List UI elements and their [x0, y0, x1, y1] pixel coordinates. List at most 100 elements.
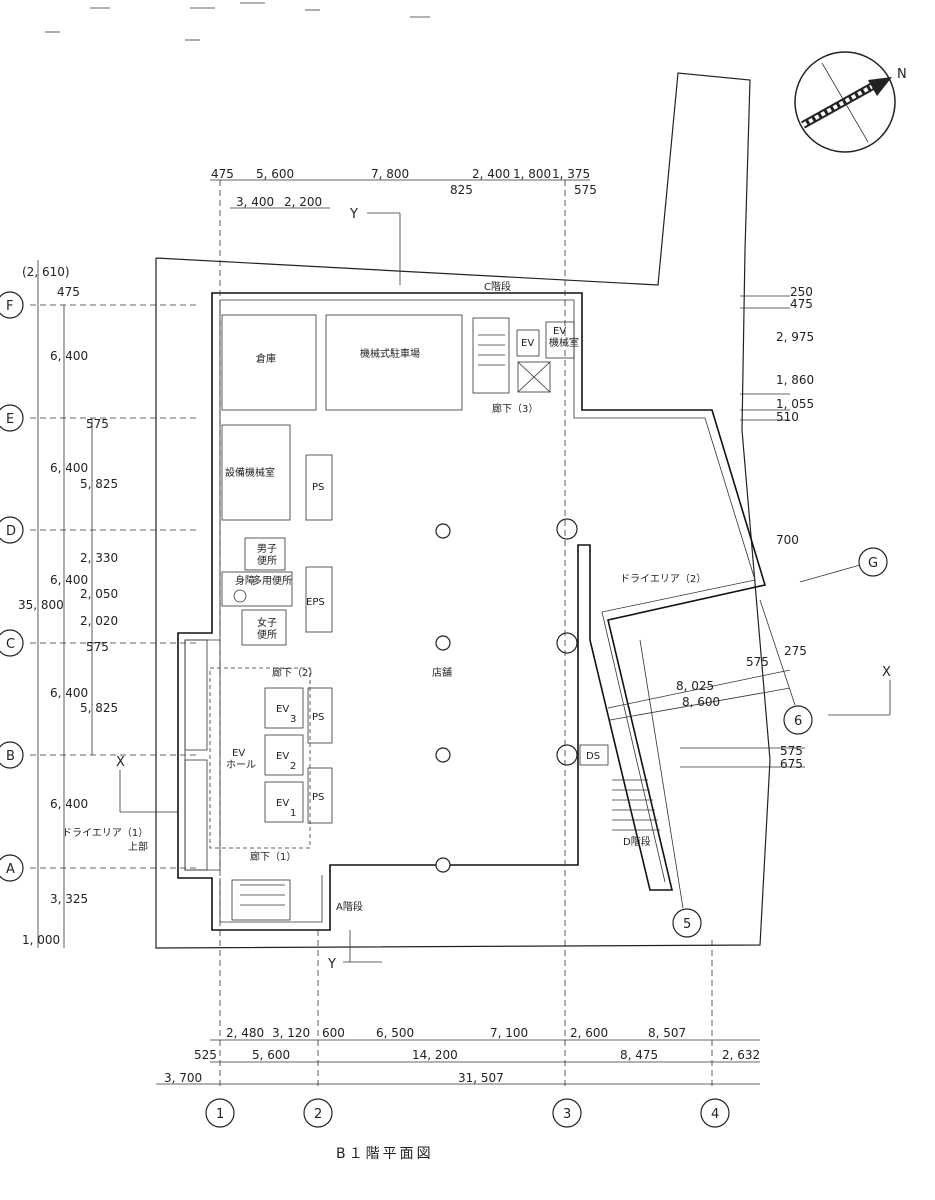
svg-text:倉庫: 倉庫: [256, 352, 276, 365]
dims-top: 475 5, 600 7, 800 2, 400 1, 800 1, 375 3…: [210, 167, 597, 209]
dims-right: 250 475 2, 975 1, 860 1, 055 510 700 575…: [680, 285, 814, 771]
section-mark-x-left: X: [116, 755, 178, 813]
elevator-1: EV 1: [264, 781, 304, 823]
grid-bubble-d: D: [0, 516, 24, 544]
svg-text:便所: 便所: [257, 628, 277, 641]
svg-text:2: 2: [314, 1107, 322, 1122]
site-boundary: [155, 72, 771, 949]
grid-bubble-f: F: [0, 291, 24, 319]
grid-bubble-c: C: [0, 629, 24, 657]
svg-text:D: D: [6, 524, 16, 539]
svg-text:機械室: 機械室: [549, 336, 579, 349]
ev-machine-room: EV 機械室: [545, 321, 579, 359]
mens-toilet: 男子 便所: [244, 537, 286, 571]
corridor-2-label: 廊下（2）: [272, 666, 318, 679]
svg-text:575: 575: [86, 417, 109, 431]
svg-text:女子: 女子: [257, 616, 277, 629]
svg-text:8, 600: 8, 600: [682, 695, 720, 709]
svg-text:6, 400: 6, 400: [50, 686, 88, 700]
elevator-2: EV 2: [264, 734, 304, 776]
svg-text:6, 400: 6, 400: [50, 797, 88, 811]
svg-text:2, 050: 2, 050: [80, 587, 118, 601]
grid-bubble-a: A: [0, 854, 24, 882]
svg-text:2, 480: 2, 480: [226, 1026, 264, 1040]
svg-text:8, 475: 8, 475: [620, 1048, 658, 1062]
svg-text:31, 507: 31, 507: [458, 1071, 504, 1085]
c-stairs-label: C階段: [484, 280, 511, 293]
svg-text:5, 825: 5, 825: [80, 701, 118, 715]
section-mark-x-right: X: [828, 665, 891, 716]
svg-text:1, 055: 1, 055: [776, 397, 814, 411]
svg-text:7, 800: 7, 800: [371, 167, 409, 181]
svg-text:14, 200: 14, 200: [412, 1048, 458, 1062]
svg-text:3, 325: 3, 325: [50, 892, 88, 906]
svg-text:575: 575: [86, 640, 109, 654]
svg-text:EV: EV: [553, 326, 566, 337]
ps-shaft-1: PS: [305, 454, 333, 521]
columns: [435, 518, 578, 873]
stair-d: D階段: [612, 779, 660, 848]
svg-text:E: E: [6, 412, 14, 427]
north-arrow-icon: N: [794, 51, 907, 153]
grid-bubble-b: B: [0, 741, 24, 769]
svg-text:8, 507: 8, 507: [648, 1026, 686, 1040]
stair-c: C階段: [472, 280, 511, 394]
svg-text:3: 3: [290, 714, 296, 725]
svg-text:8, 025: 8, 025: [676, 679, 714, 693]
ev-hall: EV ホール: [209, 667, 311, 849]
svg-text:2, 600: 2, 600: [570, 1026, 608, 1040]
svg-text:2: 2: [290, 761, 296, 772]
svg-text:7, 100: 7, 100: [490, 1026, 528, 1040]
grid-bubble-g: G: [799, 547, 888, 583]
womens-toilet: 女子 便所: [241, 609, 287, 646]
svg-text:X: X: [882, 665, 891, 680]
svg-text:(2, 610): (2, 610): [22, 265, 70, 279]
building-outline: [177, 292, 767, 931]
svg-text:3, 120: 3, 120: [272, 1026, 310, 1040]
svg-text:825: 825: [450, 183, 473, 197]
grid-bubble-6: 6: [759, 599, 813, 735]
svg-text:G: G: [868, 556, 878, 571]
svg-text:EV: EV: [276, 704, 289, 715]
svg-text:6, 400: 6, 400: [50, 461, 88, 475]
dims-bottom: 2, 480 3, 120 600 6, 500 7, 100 2, 600 8…: [156, 1026, 760, 1085]
stair-a: A階段: [231, 879, 363, 921]
dims-diagonal: 8, 025 575 275 8, 600: [607, 644, 807, 721]
ds-shaft: DS: [579, 744, 609, 766]
room-storage: 倉庫: [221, 314, 317, 411]
svg-text:Y: Y: [327, 957, 336, 972]
svg-text:35, 800: 35, 800: [18, 598, 64, 612]
grid-bubble-4: 4: [700, 1098, 730, 1128]
svg-text:EV: EV: [276, 798, 289, 809]
svg-text:PS: PS: [312, 712, 324, 723]
grid-bubble-1: 1: [205, 1098, 235, 1128]
svg-text:1: 1: [290, 808, 296, 819]
svg-text:475: 475: [211, 167, 234, 181]
dry-area-2: ドライエリア（2）: [620, 573, 706, 585]
grid-bubble-2: 2: [303, 1098, 333, 1128]
svg-text:2, 975: 2, 975: [776, 330, 814, 344]
scan-marks: [45, 2, 430, 41]
corridor-1-label: 廊下（1）: [250, 850, 296, 863]
svg-text:便所: 便所: [257, 554, 277, 567]
ps-shaft-3: PS: [307, 767, 333, 824]
svg-text:設備機械室: 設備機械室: [225, 466, 275, 479]
svg-text:2, 632: 2, 632: [722, 1048, 760, 1062]
svg-text:3, 400: 3, 400: [236, 195, 274, 209]
dims-left: (2, 610) 475 6, 400 6, 400 6, 400 35, 80…: [18, 260, 118, 948]
svg-text:多用便所: 多用便所: [252, 574, 292, 587]
section-mark-y-top: Y: [349, 207, 401, 285]
svg-text:EV: EV: [232, 748, 245, 759]
svg-text:5, 825: 5, 825: [80, 477, 118, 491]
svg-text:5: 5: [683, 917, 691, 932]
shop-label: 店舗: [432, 666, 452, 679]
corridor-3-label: 廊下（3）: [492, 402, 538, 415]
svg-text:575: 575: [574, 183, 597, 197]
svg-text:5, 600: 5, 600: [256, 167, 294, 181]
svg-text:250: 250: [790, 285, 813, 299]
svg-text:6: 6: [794, 714, 802, 729]
svg-text:X: X: [116, 755, 125, 770]
grid-bubble-5: 5: [639, 639, 702, 938]
svg-text:D階段: D階段: [623, 835, 651, 848]
svg-text:6, 400: 6, 400: [50, 573, 88, 587]
